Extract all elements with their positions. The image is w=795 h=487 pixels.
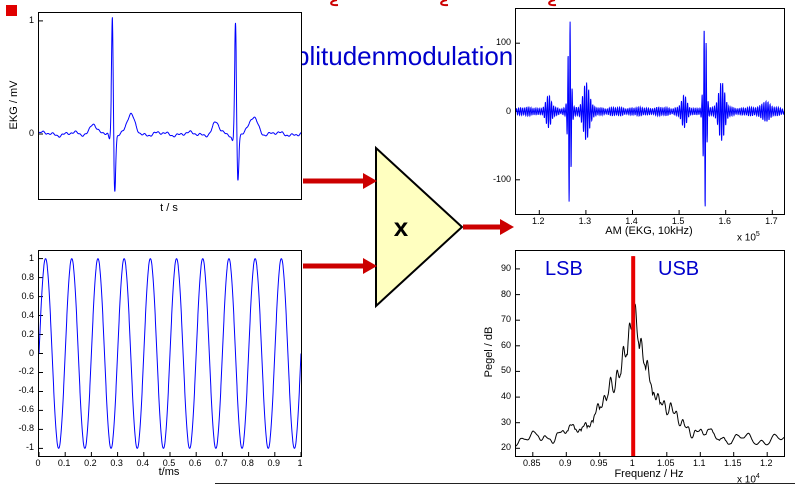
am-axis-multiplier-base: x 10 [737, 232, 756, 244]
tick-label: 1.5 [671, 216, 685, 226]
arrow-carrier-to-mixer-head [363, 258, 377, 274]
bottom-divider [215, 483, 795, 484]
carrier-plot-svg [39, 258, 301, 456]
tick-label: 0 [28, 347, 34, 358]
spectrum-plot-box [515, 250, 785, 457]
spectrum-xlabel: Frequenz / Hz [614, 468, 684, 480]
ekg-plot-box [38, 12, 302, 200]
tick-label: 90 [500, 262, 511, 273]
tick-label: 0.7 [215, 458, 228, 468]
tick-label: 1.1 [692, 458, 706, 468]
spectrum-axis-multiplier: x 104 [737, 473, 760, 485]
spectrum-trace [516, 256, 784, 447]
tick-label: 1.7 [765, 216, 778, 226]
tick-label: 0.5 [162, 458, 176, 468]
tick-label: 0.8 [21, 271, 34, 282]
arrow-mixer-to-am-head [500, 219, 514, 235]
tick-label: 1.15 [723, 458, 742, 468]
tick-label: -0.6 [18, 404, 34, 415]
tick-label: 1.2 [759, 458, 773, 468]
tick-label: 70 [500, 314, 511, 325]
tick-label: 60 [500, 339, 511, 350]
tick-label: 0.2 [84, 458, 97, 468]
ekg-xlabel: t / s [160, 202, 178, 214]
carrier-xlabel: t/ms [158, 466, 180, 478]
tick-label: 0 [28, 127, 34, 138]
tick-label: 0 [35, 458, 41, 468]
tick-label: 0.9 [267, 458, 281, 468]
am-plot-svg [516, 21, 784, 214]
tick-label: 1 [629, 458, 635, 468]
ekg-ylabel: EKG / mV [8, 80, 20, 130]
tick-label: 0.9 [558, 458, 572, 468]
tick-label: 0.6 [188, 458, 202, 468]
am-axis-multiplier-exp: 5 [755, 231, 760, 238]
tick-label: 0.85 [522, 458, 541, 468]
spectrum-axis-multiplier-exp: 4 [755, 473, 760, 480]
bullet-square [6, 5, 17, 16]
tick-label: 1 [28, 14, 34, 25]
multiplier-symbol: x [394, 212, 409, 242]
spectrum-plot-svg [516, 256, 784, 456]
tick-label: 20 [500, 442, 511, 453]
tick-label: 0.6 [21, 290, 34, 301]
tick-label: 0.4 [136, 458, 150, 468]
tick-label: 0.2 [21, 328, 34, 339]
tick-label: 1.6 [718, 216, 731, 226]
tick-label: -0.8 [18, 423, 34, 434]
tick-label: 1.05 [656, 458, 675, 468]
usb-label: USB [658, 258, 700, 280]
am-axis-multiplier: x 105 [737, 231, 760, 243]
ekg-trace [39, 17, 301, 192]
tick-label: 1.2 [532, 216, 545, 226]
tick-label: 100 [495, 37, 511, 48]
tick-label: 80 [500, 288, 511, 299]
tick-label: 0.1 [57, 458, 71, 468]
tick-label: 1.4 [625, 216, 638, 226]
tick-label: 1 [297, 458, 303, 468]
tick-label: -0.4 [18, 385, 34, 396]
tick-label: 50 [500, 365, 511, 376]
carrier-plot-box [38, 250, 302, 457]
tick-label: 0.8 [241, 458, 254, 468]
carrier-trace [39, 258, 301, 449]
tick-label: 0.3 [110, 458, 123, 468]
tick-label: 30 [500, 416, 511, 427]
am-plot-box [515, 8, 785, 215]
am-trace [516, 21, 784, 207]
ekg-plot-svg [39, 17, 301, 192]
cropped-title-fragments [330, 0, 557, 7]
spectrum-axis-multiplier-base: x 10 [737, 474, 756, 486]
tick-label: -1 [25, 442, 34, 453]
am-xlabel: AM (EKG, 10kHz) [605, 225, 693, 237]
multiplier-triangle [375, 145, 464, 309]
tick-label: 0.4 [21, 309, 34, 320]
tick-label: 1.3 [578, 216, 592, 226]
lsb-label: LSB [545, 258, 583, 280]
tick-label: 0.95 [589, 458, 608, 468]
tick-label: -100 [492, 173, 511, 184]
tick-label: -0.2 [18, 366, 34, 377]
tick-label: 0 [505, 105, 511, 116]
tick-label: 40 [500, 391, 511, 402]
arrow-ekg-to-mixer-head [363, 173, 377, 189]
tick-label: 1 [28, 252, 34, 263]
